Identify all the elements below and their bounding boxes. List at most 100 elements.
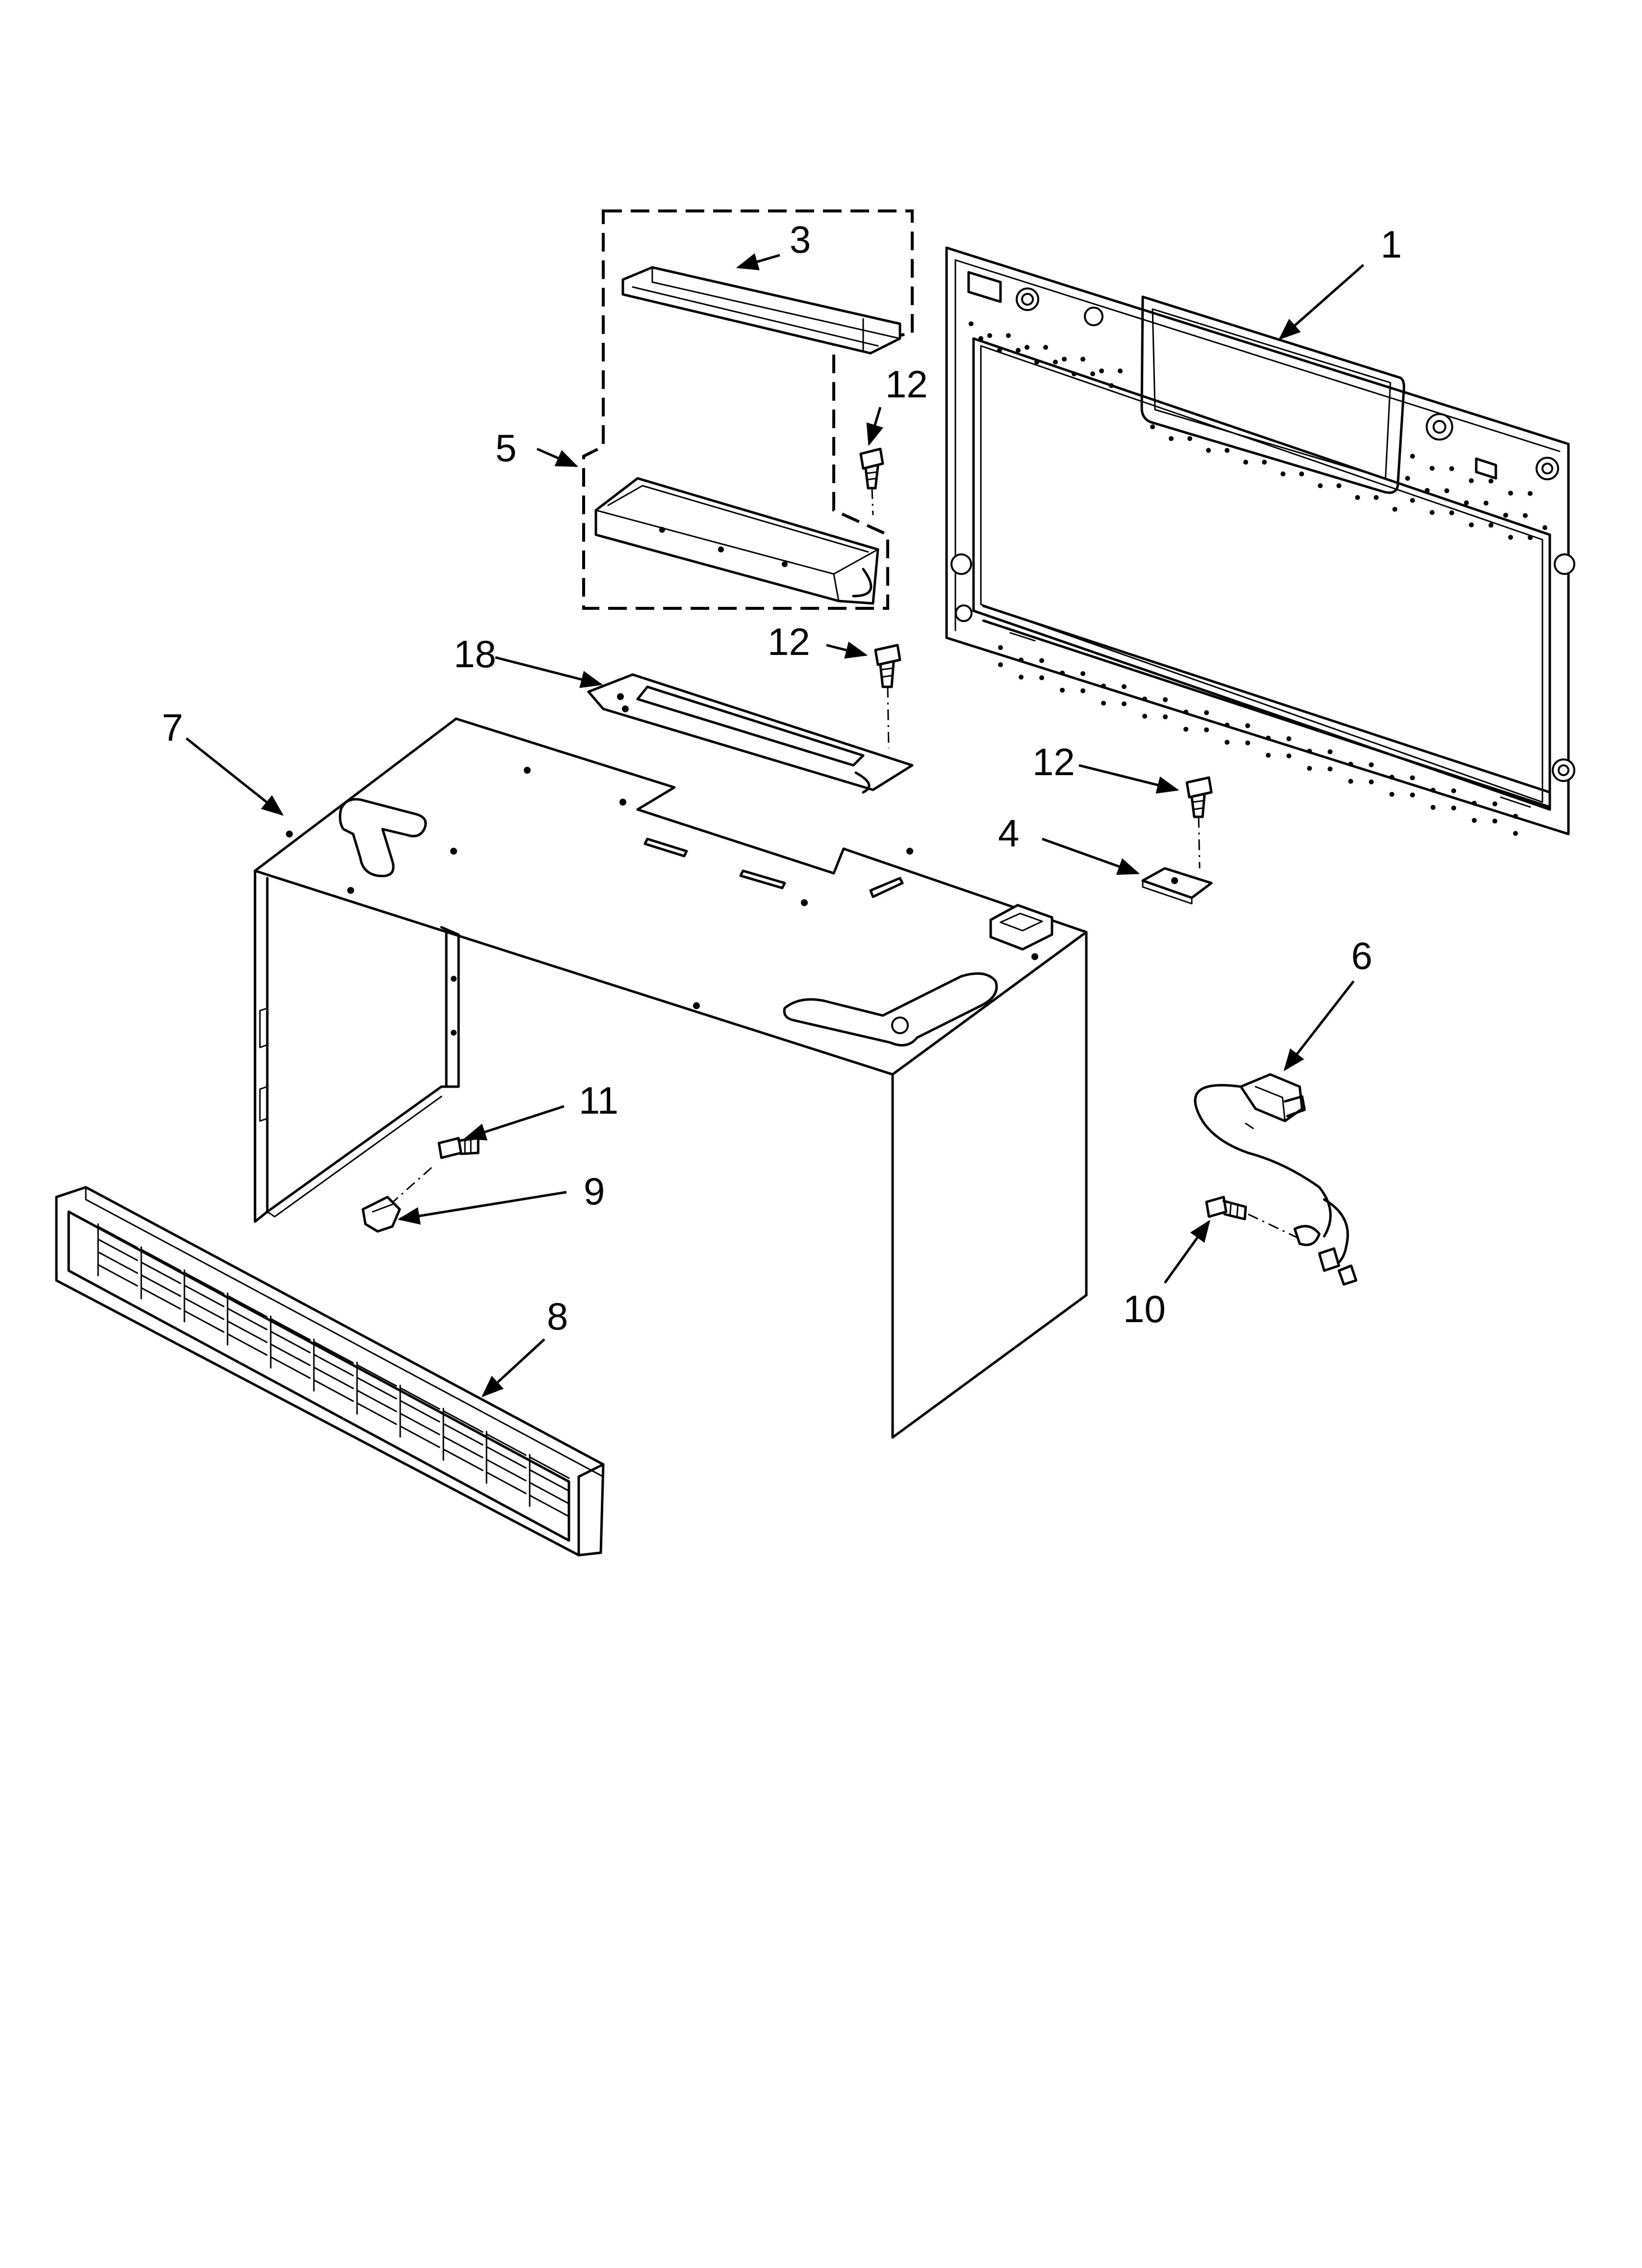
perforation-dot (1528, 491, 1533, 496)
perforation-dot (1080, 688, 1085, 694)
grille-slot (356, 1364, 397, 1387)
perforation-dot (1006, 333, 1011, 339)
perforation-dot (1492, 818, 1497, 824)
perforation-dot (1225, 448, 1230, 453)
grille-slot (97, 1238, 138, 1261)
grille-slot (313, 1379, 354, 1402)
perforation-dot (998, 662, 1003, 667)
perforation-dot (1299, 471, 1304, 477)
perforation-dot (1183, 727, 1188, 732)
perforation-dot (1410, 498, 1415, 503)
perforation-dot (1451, 788, 1456, 793)
perforation-dot (1472, 801, 1477, 806)
perforation-dot (1431, 805, 1436, 810)
part-6-thermal-cutout (1194, 1073, 1358, 1286)
perforation-dot (1245, 723, 1250, 729)
perforation-dot (1150, 424, 1155, 429)
perforation-dot (1369, 779, 1374, 784)
grille-slot (442, 1448, 484, 1471)
perforation-dot (1025, 345, 1029, 350)
callout-12-lower: 12 (1032, 740, 1075, 783)
perforation-dot (1243, 460, 1248, 465)
perforation-dot (1204, 710, 1209, 715)
perforation-dot (1488, 478, 1493, 484)
perforation-dot (1142, 696, 1147, 702)
perforation-dot (1542, 525, 1547, 530)
grille-slot (356, 1402, 397, 1425)
grille-slot (486, 1446, 527, 1469)
grille-slot (529, 1494, 570, 1517)
screw-12-upper (859, 447, 884, 516)
grille-slot (356, 1377, 397, 1400)
perforation-dot (1328, 766, 1333, 772)
grille-slot (529, 1482, 570, 1505)
perforation-dot (1484, 500, 1488, 506)
perforation-dot (1469, 522, 1474, 527)
grille-slot (486, 1471, 527, 1494)
perforation-dot (987, 333, 992, 339)
grille-slot (97, 1264, 138, 1287)
callout-12-middle: 12 (768, 620, 810, 663)
perforation-dot (1281, 471, 1285, 477)
perforation-dot (1444, 488, 1449, 494)
perforation-dot (1286, 753, 1291, 758)
grille-slot (486, 1433, 527, 1456)
perforation-dot (1163, 714, 1168, 720)
grille-slot (486, 1459, 527, 1482)
callout-6: 6 (1351, 934, 1372, 977)
perforation-dot (1245, 740, 1250, 746)
perforation-dot (1122, 684, 1127, 689)
screw-12-lower (1185, 776, 1213, 869)
grille-slot (399, 1425, 440, 1448)
perforation-dot (1206, 448, 1211, 453)
perforation-dot (1039, 658, 1044, 663)
perforation-dot (1090, 371, 1095, 377)
grille-slot (399, 1400, 440, 1423)
grille-slot (183, 1310, 225, 1333)
callout-18: 18 (454, 632, 496, 676)
perforation-dot (1183, 709, 1188, 715)
leaders (185, 253, 1364, 1398)
perforation-dot (1099, 368, 1104, 374)
perforation-dot (1101, 701, 1106, 706)
callout-3: 3 (790, 218, 811, 261)
perforation-dot (1039, 675, 1044, 680)
grille-slot (270, 1330, 311, 1354)
part-7-cabinet (254, 717, 1088, 1439)
grille-slot (442, 1435, 484, 1459)
perforation-dot (1492, 801, 1497, 807)
part-18-plate (587, 673, 914, 794)
perforation-dot (998, 645, 1003, 650)
perforation-dot (1062, 357, 1067, 362)
perforation-dot (1449, 510, 1454, 516)
perforation-dot (1266, 753, 1271, 758)
grille-slot (140, 1261, 181, 1284)
perforation-dot (1043, 345, 1048, 350)
grille-slot (270, 1343, 311, 1366)
perforation-dot (1060, 687, 1065, 693)
grille-slot (399, 1387, 440, 1410)
perforation-dot (1307, 766, 1312, 771)
grille-slot (529, 1469, 570, 1492)
part-8-vent-grille (55, 1186, 605, 1557)
grille-slot (227, 1295, 268, 1318)
perforation-dot (1225, 739, 1230, 745)
perforation-dot (1118, 368, 1123, 374)
callout-4: 4 (998, 811, 1019, 855)
perforation-dot (1405, 476, 1410, 481)
perforation-dot (1389, 792, 1394, 797)
grille-slot (183, 1284, 225, 1307)
perforation-dot (1488, 522, 1493, 528)
perforation-dot (1508, 491, 1513, 496)
part-3-rail (621, 266, 901, 355)
screw-12-middle (874, 644, 901, 749)
perforation-dot (1328, 749, 1333, 755)
perforation-dot (1080, 671, 1085, 677)
grille-slot (313, 1366, 354, 1389)
perforation-dot (1528, 535, 1533, 540)
perforation-dot (1080, 357, 1085, 362)
callout-9: 9 (584, 1170, 605, 1213)
callout-10: 10 (1123, 1287, 1166, 1330)
perforation-dot (1503, 513, 1508, 518)
perforation-dot (1060, 670, 1065, 676)
